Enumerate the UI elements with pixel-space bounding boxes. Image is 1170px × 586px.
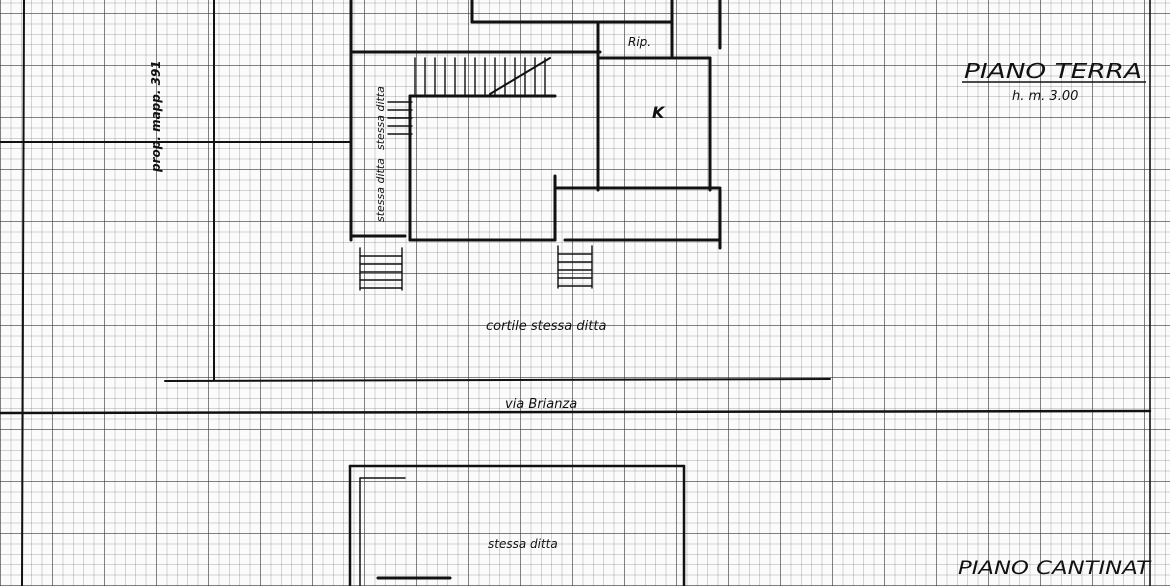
street-line — [164, 378, 831, 382]
courtyard-label: cortile stessa ditta — [486, 319, 606, 334]
main-stair — [414, 57, 551, 95]
basement-room-label: stessa ditta — [488, 537, 558, 551]
left-room-label-2: stessa ditta — [374, 158, 387, 222]
ground-floor-plan — [349, 0, 722, 250]
ground-floor-title: PIANO TERRA — [964, 59, 1142, 83]
front-stair-right — [557, 245, 593, 289]
left-room-label-1: stessa ditta — [374, 86, 387, 150]
kitchen-label: K — [652, 103, 666, 122]
front-stair-left — [359, 247, 403, 291]
basement-title: PIANO CANTINAT — [958, 557, 1152, 579]
street-label: via Brianza — [505, 397, 577, 412]
left-vertical-boundary — [21, 0, 25, 586]
left-stair — [387, 101, 413, 135]
ground-floor-height: h. m. 3.00 — [1012, 89, 1078, 104]
storage-label: Rip. — [628, 35, 651, 49]
basement-plan — [348, 464, 686, 586]
property-ref-label: prop. mapp. 391 — [149, 60, 163, 173]
main-horizontal-line — [0, 409, 1152, 415]
